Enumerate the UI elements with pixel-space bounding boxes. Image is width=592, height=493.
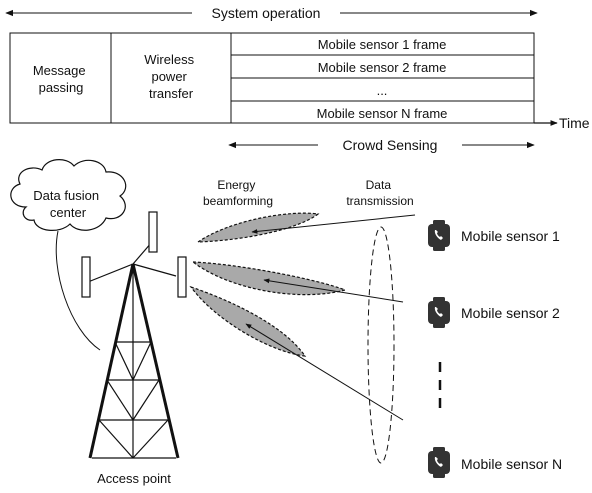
time-label: Time [559, 115, 590, 131]
crowd-sensing-label: Crowd Sensing [343, 137, 438, 153]
frame-table: Message passing Wireless power transfer … [9, 32, 535, 124]
sensor-2 [428, 297, 450, 328]
frame-row-ellipsis: ... [377, 83, 388, 98]
antenna-panel-left [81, 256, 91, 298]
frame-row-n: Mobile sensor N frame [317, 106, 448, 121]
data-fusion-center-label: Data fusion center [33, 188, 102, 220]
system-operation-span: System operation [5, 5, 538, 21]
access-point-tower [87, 241, 180, 459]
data-transmission-label: Data transmission [346, 178, 413, 208]
data-link-1 [251, 214, 416, 234]
access-point-label: Access point [97, 471, 171, 486]
smartwatch-phone-icon [428, 447, 450, 478]
energy-beamforming-label: Energy beamforming [203, 178, 273, 208]
backhaul-cable [55, 230, 101, 351]
crowd-sensing-span: Crowd Sensing [228, 137, 535, 153]
antenna-panels [81, 211, 187, 298]
energy-beam-3 [189, 285, 307, 357]
smartwatch-phone-icon [428, 220, 450, 251]
time-axis: Time [534, 115, 590, 131]
system-operation-label: System operation [212, 5, 321, 21]
data-transmission-arrows [245, 214, 416, 421]
message-passing-label: Message passing [33, 63, 89, 95]
sensor-2-label: Mobile sensor 2 [461, 305, 560, 321]
data-link-2 [263, 278, 404, 303]
energy-beams [189, 212, 347, 357]
smartwatch-phone-icon [428, 297, 450, 328]
antenna-panel-right [177, 256, 187, 298]
energy-beam-2 [191, 261, 347, 296]
reception-region [367, 226, 395, 464]
data-fusion-center-cloud: Data fusion center [10, 159, 127, 231]
sensor-n-label: Mobile sensor N [461, 456, 562, 472]
frame-row-2: Mobile sensor 2 frame [318, 60, 447, 75]
wireless-power-transfer-label: Wireless power transfer [144, 52, 197, 101]
sensor-1 [428, 220, 450, 251]
sensor-1-label: Mobile sensor 1 [461, 228, 560, 244]
data-link-n [245, 323, 404, 421]
energy-beam-1 [195, 212, 320, 243]
sensor-n [428, 447, 450, 478]
frame-row-1: Mobile sensor 1 frame [318, 37, 447, 52]
antenna-panel-top [148, 211, 158, 253]
